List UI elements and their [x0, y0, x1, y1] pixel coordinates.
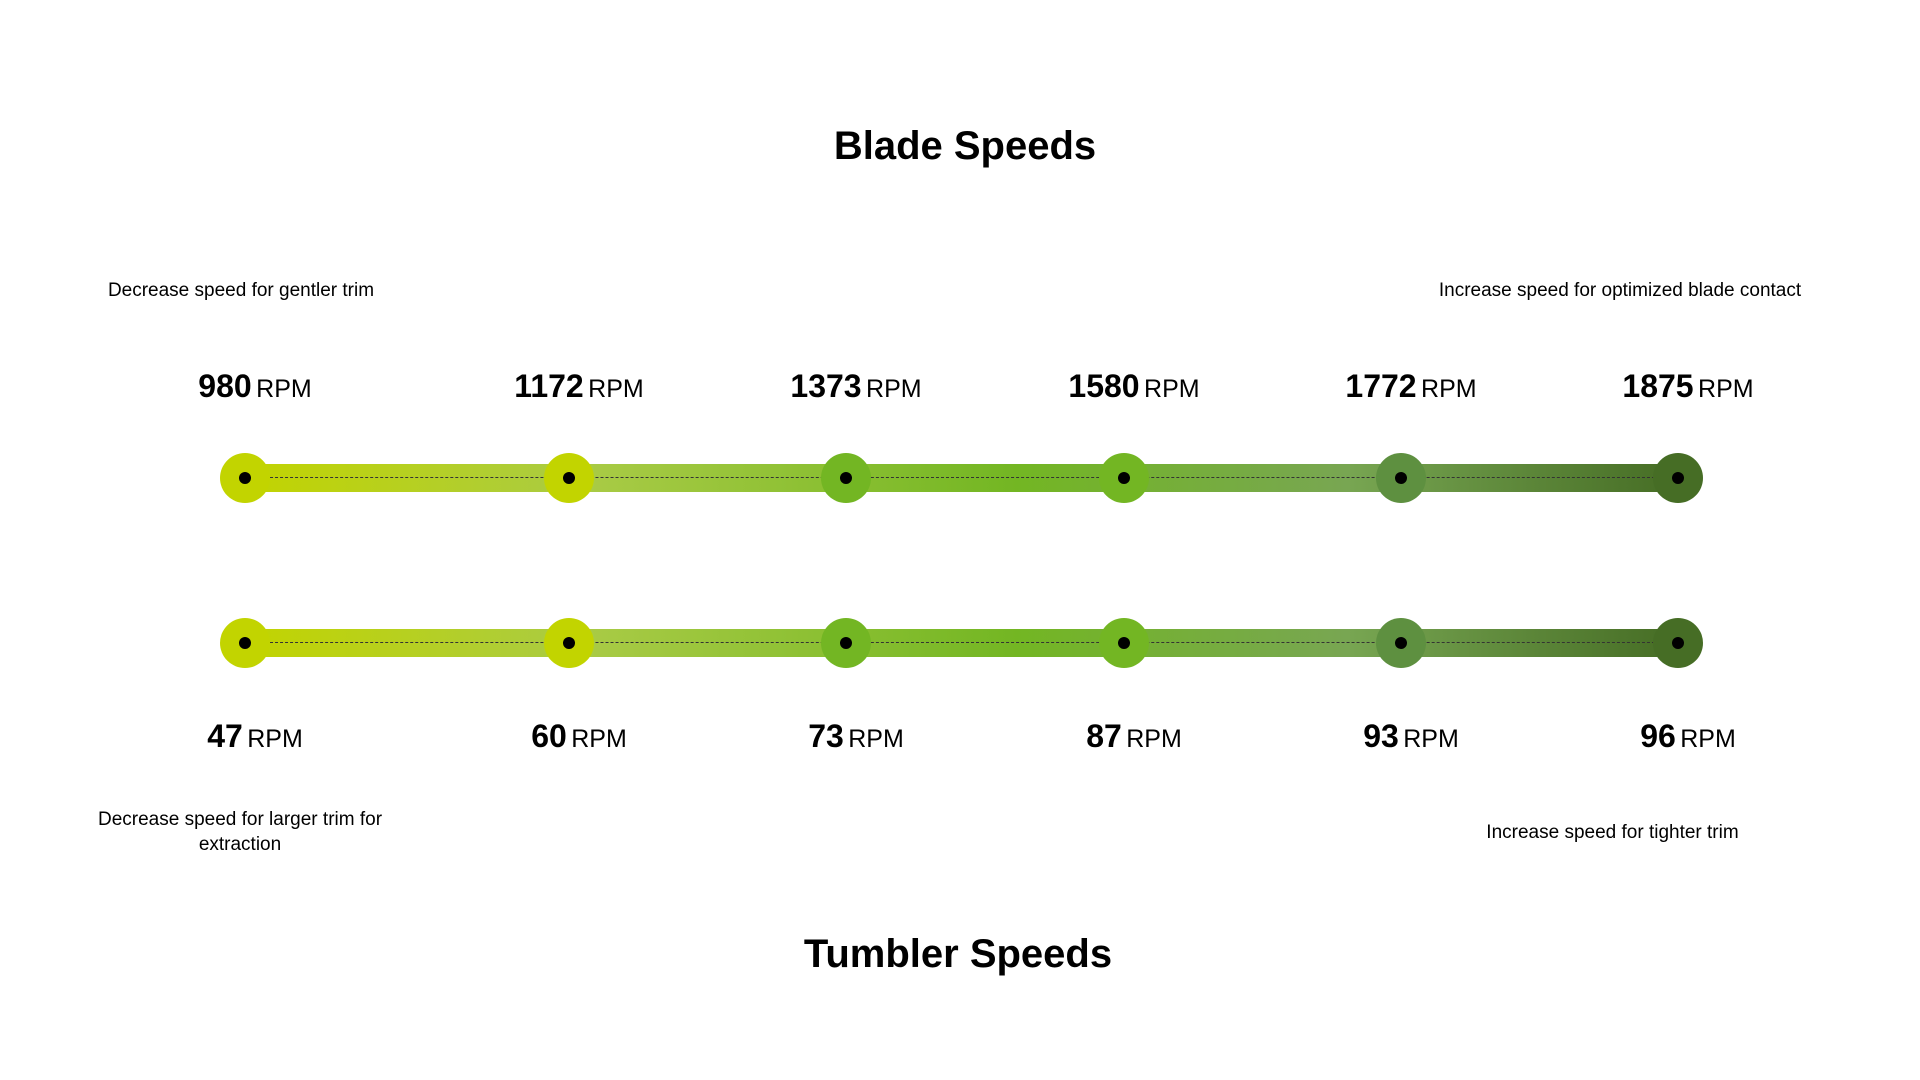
- blade-speed-label: 980 RPM: [135, 368, 375, 405]
- speed-unit: RPM: [1126, 725, 1182, 753]
- blade-speed-label: 1772 RPM: [1291, 368, 1531, 405]
- blade-speeds-title: Blade Speeds: [833, 124, 1097, 168]
- speed-value: 87: [1086, 718, 1122, 754]
- tumbler-speed-node: [220, 618, 270, 668]
- node-center-dot: [1395, 637, 1407, 649]
- blade-speed-node: [544, 453, 594, 503]
- tumbler-speed-label: 73 RPM: [736, 718, 976, 755]
- node-center-dot: [1118, 637, 1130, 649]
- speed-unit: RPM: [571, 725, 627, 753]
- blade-speed-node: [821, 453, 871, 503]
- speed-value: 47: [207, 718, 243, 754]
- blade-increase-note: Increase speed for optimized blade conta…: [1438, 280, 1802, 301]
- speed-value: 980: [198, 368, 252, 404]
- speed-value: 1580: [1068, 368, 1140, 404]
- node-center-dot: [1672, 472, 1684, 484]
- blade-decrease-note: Decrease speed for gentler trim: [107, 280, 375, 301]
- tumbler-speed-label: 87 RPM: [1014, 718, 1254, 755]
- tumbler-speed-label: 47 RPM: [135, 718, 375, 755]
- blade-dashed-line: [245, 477, 1675, 478]
- tumbler-speed-node: [544, 618, 594, 668]
- blade-speed-node: [1099, 453, 1149, 503]
- blade-speed-label: 1580 RPM: [1014, 368, 1254, 405]
- speed-unit: RPM: [1680, 725, 1736, 753]
- speed-unit: RPM: [866, 375, 922, 403]
- node-center-dot: [239, 637, 251, 649]
- tumbler-speed-label: 96 RPM: [1568, 718, 1808, 755]
- tumbler-speed-label: 93 RPM: [1291, 718, 1531, 755]
- speed-value: 93: [1363, 718, 1399, 754]
- tumbler-speed-label: 60 RPM: [459, 718, 699, 755]
- speed-unit: RPM: [588, 375, 644, 403]
- node-center-dot: [239, 472, 251, 484]
- node-center-dot: [840, 472, 852, 484]
- speed-value: 60: [531, 718, 567, 754]
- node-center-dot: [1672, 637, 1684, 649]
- blade-speed-node: [1376, 453, 1426, 503]
- tumbler-dashed-line: [245, 642, 1675, 643]
- speed-value: 1875: [1622, 368, 1694, 404]
- blade-speed-node: [220, 453, 270, 503]
- tumbler-increase-note: Increase speed for tighter trim: [1486, 822, 1739, 843]
- speed-value: 96: [1640, 718, 1676, 754]
- node-center-dot: [563, 637, 575, 649]
- speed-value: 1373: [790, 368, 862, 404]
- tumbler-speed-node: [821, 618, 871, 668]
- blade-speed-node: [1653, 453, 1703, 503]
- tumbler-decrease-note: Decrease speed for larger trim for extra…: [97, 809, 383, 855]
- blade-speed-label: 1373 RPM: [736, 368, 976, 405]
- node-center-dot: [1118, 472, 1130, 484]
- node-center-dot: [1395, 472, 1407, 484]
- speed-unit: RPM: [256, 375, 312, 403]
- tumbler-speed-node: [1099, 618, 1149, 668]
- speed-value: 1172: [514, 368, 584, 404]
- speed-value: 73: [808, 718, 844, 754]
- speed-unit: RPM: [247, 725, 303, 753]
- node-center-dot: [840, 637, 852, 649]
- blade-speed-label: 1875 RPM: [1568, 368, 1808, 405]
- speed-unit: RPM: [1144, 375, 1200, 403]
- speed-value: 1772: [1345, 368, 1417, 404]
- speed-unit: RPM: [848, 725, 904, 753]
- speed-unit: RPM: [1421, 375, 1477, 403]
- blade-speed-label: 1172 RPM: [459, 368, 699, 405]
- tumbler-speed-node: [1376, 618, 1426, 668]
- tumbler-speeds-title: Tumbler Speeds: [803, 932, 1113, 976]
- speed-unit: RPM: [1403, 725, 1459, 753]
- tumbler-speed-track: [245, 629, 1675, 657]
- tumbler-speed-node: [1653, 618, 1703, 668]
- blade-speed-track: [245, 464, 1675, 492]
- speed-unit: RPM: [1698, 375, 1754, 403]
- node-center-dot: [563, 472, 575, 484]
